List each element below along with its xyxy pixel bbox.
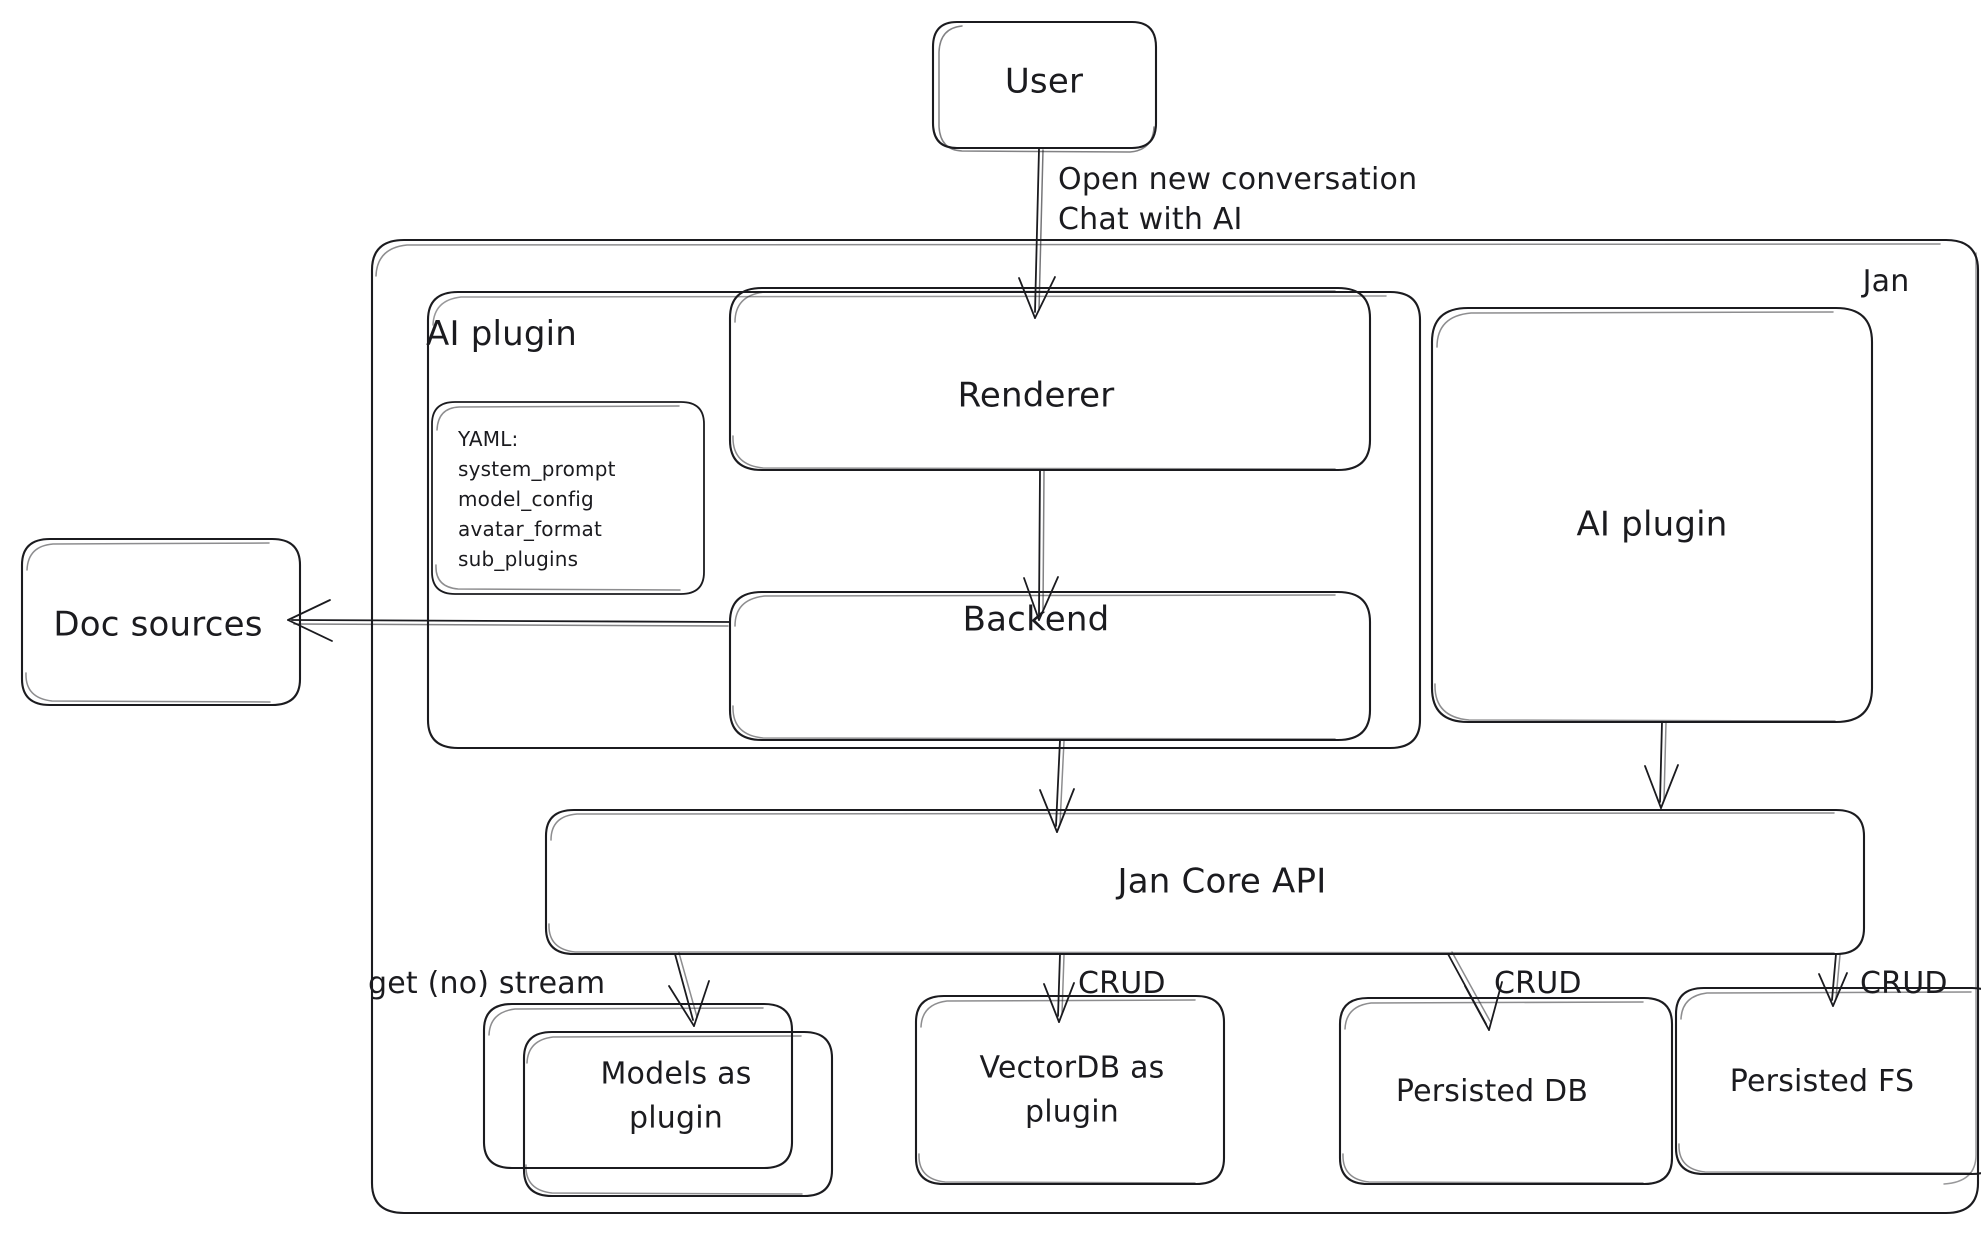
node-renderer-label: Renderer bbox=[957, 375, 1115, 416]
node-doc-sources-label: Doc sources bbox=[53, 604, 263, 645]
node-ai-plugin-box-label: AI plugin bbox=[1576, 504, 1728, 545]
node-models-plugin-label: Models as plugin bbox=[600, 1056, 752, 1136]
node-user-label: User bbox=[1004, 61, 1084, 102]
edge-renderer-to-backend bbox=[1023, 469, 1059, 621]
node-renderer-shape[interactable] bbox=[728, 286, 1372, 472]
node-doc-sources-shape[interactable] bbox=[20, 537, 302, 707]
node-persisted-db-shape[interactable] bbox=[1338, 996, 1674, 1186]
node-jan-core-api-shape[interactable] bbox=[544, 808, 1866, 956]
edge-label-core-to-persisted-fs: CRUD bbox=[1860, 966, 1948, 1001]
edge-backend-to-core bbox=[1039, 739, 1075, 833]
node-vectordb-plugin-label: VectorDB as plugin bbox=[979, 1050, 1165, 1130]
node-backend-label: Backend bbox=[962, 599, 1110, 640]
container-jan-label: Jan bbox=[1862, 264, 1910, 300]
node-yaml-note-text: YAML: system_prompt model_config avatar_… bbox=[458, 427, 616, 571]
edge-core-to-vectordb bbox=[1043, 953, 1075, 1023]
node-ai-plugin-box-shape[interactable] bbox=[1430, 306, 1874, 724]
container-ai-plugin-group-shape bbox=[426, 290, 1422, 750]
node-persisted-fs-label: Persisted FS bbox=[1729, 1064, 1915, 1100]
edge-core-to-persisted-fs bbox=[1818, 953, 1848, 1007]
edge-core-to-models bbox=[668, 952, 710, 1027]
node-persisted-fs-shape[interactable] bbox=[1674, 986, 1981, 1176]
edge-user-to-renderer bbox=[1018, 148, 1056, 319]
edge-label-core-to-persisted-db: CRUD bbox=[1494, 966, 1582, 1001]
node-yaml-note-shape bbox=[431, 401, 705, 595]
node-vectordb-plugin-shape[interactable] bbox=[914, 994, 1226, 1186]
node-user-shape[interactable] bbox=[931, 20, 1158, 153]
node-persisted-db-label: Persisted DB bbox=[1395, 1074, 1589, 1110]
node-jan-core-api-label: Jan Core API bbox=[1117, 861, 1327, 902]
container-jan-ai-plugin-group-label: AI plugin bbox=[426, 314, 578, 354]
edge-label-core-to-models: get (no) stream bbox=[368, 966, 606, 1001]
edge-core-to-persisted-db bbox=[1447, 951, 1503, 1031]
node-backend-shape[interactable] bbox=[728, 590, 1372, 742]
edge-ai-plugin-to-core bbox=[1644, 721, 1679, 809]
edge-label-user-to-renderer: Open new conversation Chat with AI bbox=[1058, 162, 1418, 237]
node-models-plugin-shape[interactable] bbox=[482, 1002, 834, 1198]
edge-backend-to-doc-sources bbox=[287, 599, 731, 642]
edge-label-core-to-vectordb: CRUD bbox=[1078, 966, 1166, 1001]
